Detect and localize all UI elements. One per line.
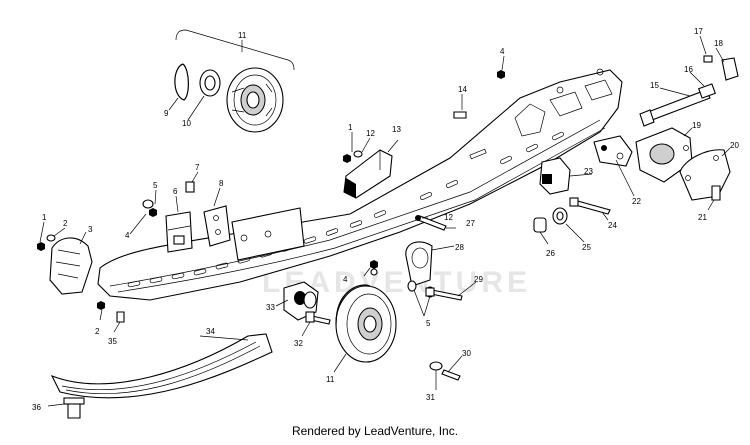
callout-21: 21 xyxy=(698,213,707,222)
rail-clip xyxy=(165,211,193,253)
callout-10: 10 xyxy=(182,119,191,128)
callout-7: 7 xyxy=(195,163,200,172)
cross-shaft xyxy=(639,89,711,127)
front-bracket xyxy=(49,237,93,295)
callout-30: 30 xyxy=(462,349,471,358)
front-arm-bracket xyxy=(635,127,693,183)
callout-2: 2 xyxy=(63,219,68,228)
callout-31: 31 xyxy=(426,393,435,402)
callout-18: 18 xyxy=(714,39,723,48)
hardware xyxy=(37,70,721,419)
callout-16: 16 xyxy=(684,65,693,74)
spring-block xyxy=(283,281,319,321)
idler-wheel-bottom xyxy=(335,284,397,363)
callout-11: 11 xyxy=(326,375,335,384)
stop-block xyxy=(343,149,393,199)
callout-28: 28 xyxy=(455,243,464,252)
idler-wheel-top xyxy=(175,29,295,133)
callout-27: 27 xyxy=(466,219,475,228)
callout-11: 11 xyxy=(238,31,247,40)
callout-13: 13 xyxy=(392,125,401,134)
clamp xyxy=(405,241,433,287)
callout-32: 32 xyxy=(294,339,303,348)
callout-5: 5 xyxy=(153,181,158,190)
callout-1: 1 xyxy=(42,213,47,222)
callout-1: 1 xyxy=(348,123,353,132)
callout-4: 4 xyxy=(125,231,130,240)
pivot-block xyxy=(539,157,571,195)
rail-plate xyxy=(593,135,633,167)
callout-19: 19 xyxy=(692,121,701,130)
grease-fitting xyxy=(703,55,713,63)
callout-22: 22 xyxy=(632,197,641,206)
callout-20: 20 xyxy=(730,141,739,150)
bearing-spacer xyxy=(199,69,221,97)
render-caption: Rendered by LeadVenture, Inc. xyxy=(291,424,459,438)
callout-25: 25 xyxy=(582,243,591,252)
shaft-nut xyxy=(698,83,716,99)
callout-6: 6 xyxy=(173,187,178,196)
callout-23: 23 xyxy=(584,167,593,176)
mounting-plate xyxy=(203,205,231,247)
callout-26: 26 xyxy=(546,249,555,258)
leader-lines xyxy=(39,35,731,407)
callout-24: 24 xyxy=(608,221,617,230)
slide-strip xyxy=(50,333,273,399)
callout-5: 5 xyxy=(426,319,431,328)
callout-35: 35 xyxy=(108,337,117,346)
slide-rail xyxy=(97,68,623,301)
callout-4: 4 xyxy=(343,275,348,284)
callout-2: 2 xyxy=(95,327,100,336)
callout-36: 36 xyxy=(32,403,41,412)
callout-8: 8 xyxy=(219,179,224,188)
callout-34: 34 xyxy=(206,327,215,336)
callouts: 1 1 2 2 3 4 4 4 5 5 6 7 8 9 10 11 11 12 … xyxy=(32,27,739,412)
callout-17: 17 xyxy=(694,27,703,36)
callout-33: 33 xyxy=(266,303,275,312)
callout-12: 12 xyxy=(366,129,375,138)
callout-4: 4 xyxy=(500,47,505,56)
callout-14: 14 xyxy=(458,85,467,94)
callout-3: 3 xyxy=(88,225,93,234)
callout-15: 15 xyxy=(650,81,659,90)
callout-9: 9 xyxy=(164,109,169,118)
snap-ring xyxy=(174,63,189,101)
callout-12: 12 xyxy=(444,213,453,222)
callout-29: 29 xyxy=(474,275,483,284)
fitting-block xyxy=(721,57,739,81)
